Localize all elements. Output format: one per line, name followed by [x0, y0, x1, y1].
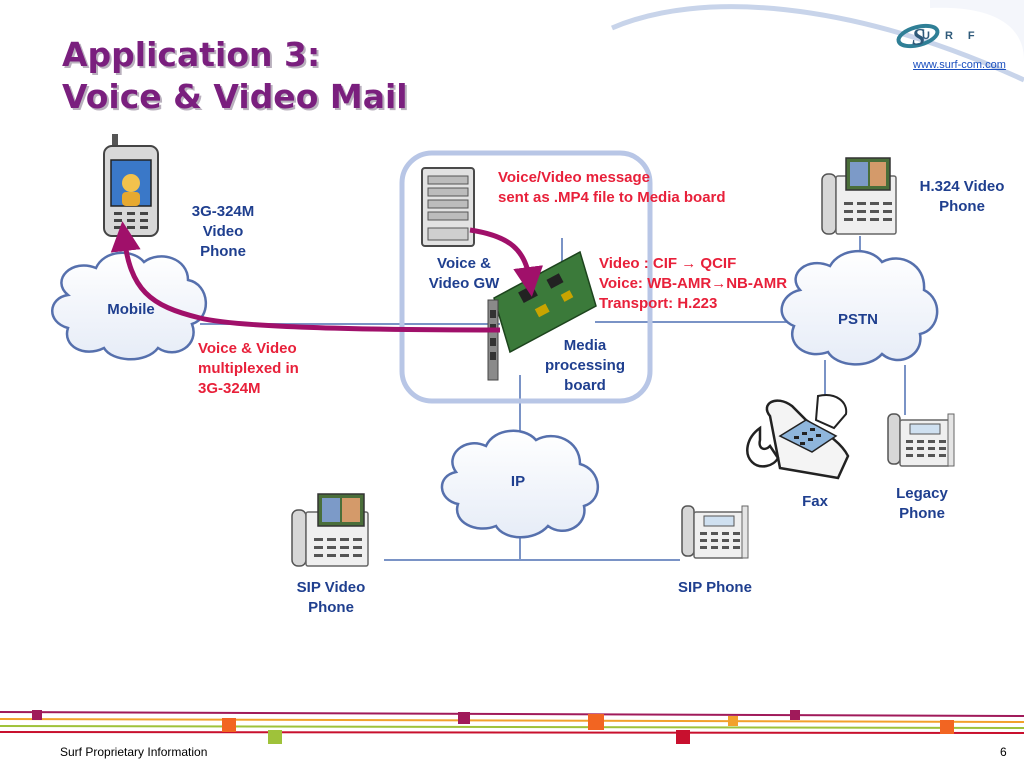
h324-video-phone-icon — [821, 157, 897, 235]
logo-backdrop — [930, 0, 1024, 60]
label-pstn: PSTN — [837, 311, 878, 328]
ip-cloud — [440, 429, 600, 539]
sip-phone-icon — [681, 505, 749, 559]
company-url-link[interactable]: www.surf-com.com — [913, 59, 1006, 71]
logo-swoosh — [611, 4, 1024, 83]
surf-logo-s-icon: S — [896, 23, 940, 51]
legacy-phone-icon — [887, 413, 955, 467]
footer-proprietary-text: Surf Proprietary Information — [60, 745, 208, 759]
fax-icon — [746, 394, 850, 480]
sip-video-phone-icon — [291, 493, 369, 567]
label-mobile: Mobile — [107, 301, 155, 318]
page-number: 6 — [1000, 745, 1007, 759]
label-fax: Fax — [802, 493, 828, 510]
title-line-2: Voice & Video Mail — [62, 77, 408, 116]
message-to-board-arrow — [469, 227, 544, 297]
svg-text:S: S — [912, 25, 925, 51]
logo-letters: URF — [922, 30, 990, 42]
board-to-mobile-arrow — [110, 221, 501, 333]
slide-title: Application 3: Voice & Video Mail — [62, 34, 408, 118]
server-icon — [421, 167, 475, 247]
gateway-container — [399, 150, 653, 404]
label-voice-video-gw: Voice &Video GW — [428, 255, 500, 292]
title-line-1: Application 3: — [62, 35, 321, 74]
footer-stripes — [0, 710, 1024, 744]
mobile-cloud — [51, 251, 208, 361]
pstn-cloud — [780, 249, 939, 366]
label-ip: IP — [510, 473, 526, 490]
mobile-phone-icon — [103, 134, 159, 237]
label-sip-phone: SIP Phone — [678, 579, 752, 596]
